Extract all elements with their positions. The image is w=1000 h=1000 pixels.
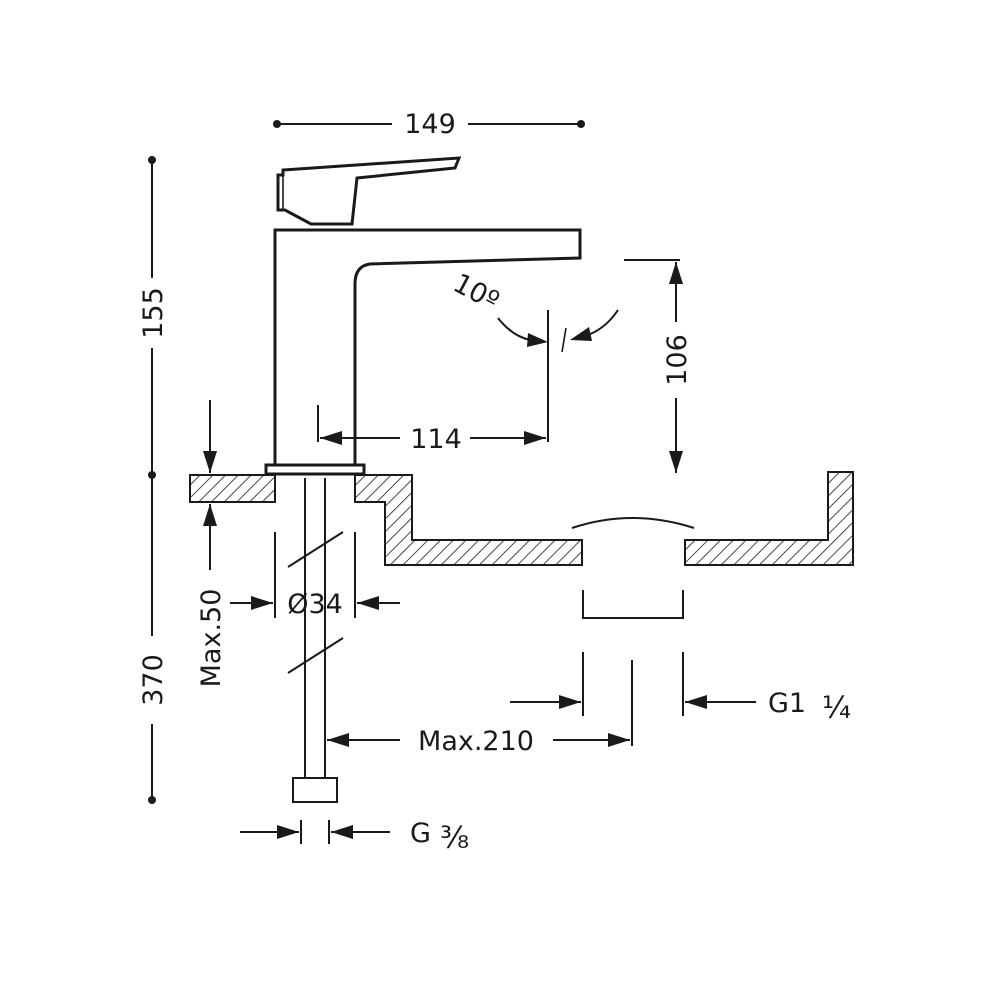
dim-spout-height-label: 155 [138,287,169,339]
countertop-section [189,471,854,619]
dim-spout-reach-label: 114 [410,424,462,455]
dim-supply-thread-label: G [410,818,431,849]
dim-outlet-height: 106 [624,259,693,473]
dim-max-drain-distance-label: Max.210 [418,726,534,757]
dim-swivel-angle: 10º [448,268,619,442]
faucet-body [264,156,582,476]
dim-max-deck-thickness: Max.50 [196,400,227,687]
dim-supply-thread: G ⅜ [240,818,469,856]
dim-max-drain-distance: Max.210 [327,660,633,757]
lever-handle [276,156,462,226]
dim-drain-thread: G1 ¼ [510,652,851,726]
dim-spout-reach: 114 [317,405,546,455]
dim-drain-thread-fraction: ¼ [822,691,851,726]
dim-hole-diameter: Ø34 [230,532,400,620]
dim-spout-height: 155 [138,156,169,479]
supply-hose [287,478,344,803]
deck-left [189,474,276,503]
drain-body [582,590,684,619]
dim-hole-diameter-label: Ø34 [287,589,343,620]
dim-max-deck-thickness-label: Max.50 [196,589,227,688]
dim-supply-thread-fraction: ⅜ [440,821,469,856]
dim-outlet-height-label: 106 [662,334,693,386]
deck-right-basin [354,474,583,566]
dim-overall-width-label: 149 [404,109,456,140]
basin-right [684,471,854,566]
dim-below-deck-length-label: 370 [138,654,169,706]
drain-curve [571,517,695,529]
dim-drain-thread-label: G1 [768,688,806,719]
dim-overall-width: 149 [273,109,585,140]
base-flange [264,463,366,476]
dim-below-deck-length: 370 [138,475,169,804]
dim-swivel-angle-label: 10º [448,268,504,317]
hose-connector [292,777,338,803]
spout-and-column [273,228,582,467]
